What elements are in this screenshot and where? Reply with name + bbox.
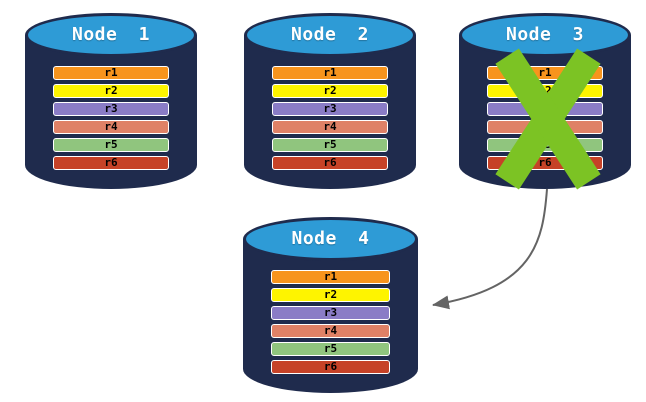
row-r1: r1 bbox=[272, 66, 388, 80]
node-rows: r1 r2 r3 r4 r5 r6 bbox=[487, 66, 603, 170]
node-1: Node 1 r1 r2 r3 r4 r5 r6 bbox=[25, 13, 197, 189]
row-r5: r5 bbox=[53, 138, 169, 152]
node-2: Node 2 r1 r2 r3 r4 r5 r6 bbox=[244, 13, 416, 189]
row-r3: r3 bbox=[271, 306, 390, 320]
cylinder-top: Node 3 bbox=[459, 13, 631, 57]
node-title: Node 3 bbox=[505, 24, 585, 45]
row-r6: r6 bbox=[271, 360, 390, 374]
row-r5: r5 bbox=[271, 342, 390, 356]
row-r3: r3 bbox=[53, 102, 169, 116]
row-r4: r4 bbox=[487, 120, 603, 134]
node-rows: r1 r2 r3 r4 r5 r6 bbox=[271, 270, 390, 374]
row-r2: r2 bbox=[487, 84, 603, 98]
row-r2: r2 bbox=[271, 288, 390, 302]
node-4: Node 4 r1 r2 r3 r4 r5 r6 bbox=[243, 217, 418, 393]
row-r2: r2 bbox=[272, 84, 388, 98]
cylinder-top: Node 4 bbox=[243, 217, 418, 261]
row-r4: r4 bbox=[271, 324, 390, 338]
cylinder-top: Node 2 bbox=[244, 13, 416, 57]
node-title: Node 2 bbox=[290, 24, 370, 45]
row-r3: r3 bbox=[272, 102, 388, 116]
row-r5: r5 bbox=[272, 138, 388, 152]
row-r4: r4 bbox=[272, 120, 388, 134]
row-r6: r6 bbox=[53, 156, 169, 170]
arrow-curve bbox=[432, 188, 548, 310]
row-r5: r5 bbox=[487, 138, 603, 152]
cylinder-top: Node 1 bbox=[25, 13, 197, 57]
node-title: Node 1 bbox=[71, 24, 151, 45]
node-3: Node 3 r1 r2 r3 r4 r5 r6 bbox=[459, 13, 631, 190]
row-r3: r3 bbox=[487, 102, 603, 116]
row-r6: r6 bbox=[487, 156, 603, 170]
node-rows: r1 r2 r3 r4 r5 r6 bbox=[272, 66, 388, 170]
row-r2: r2 bbox=[53, 84, 169, 98]
row-r1: r1 bbox=[53, 66, 169, 80]
row-r1: r1 bbox=[271, 270, 390, 284]
node-title: Node 4 bbox=[291, 228, 370, 249]
row-r6: r6 bbox=[272, 156, 388, 170]
row-r1: r1 bbox=[487, 66, 603, 80]
row-r4: r4 bbox=[53, 120, 169, 134]
node-rows: r1 r2 r3 r4 r5 r6 bbox=[53, 66, 169, 170]
